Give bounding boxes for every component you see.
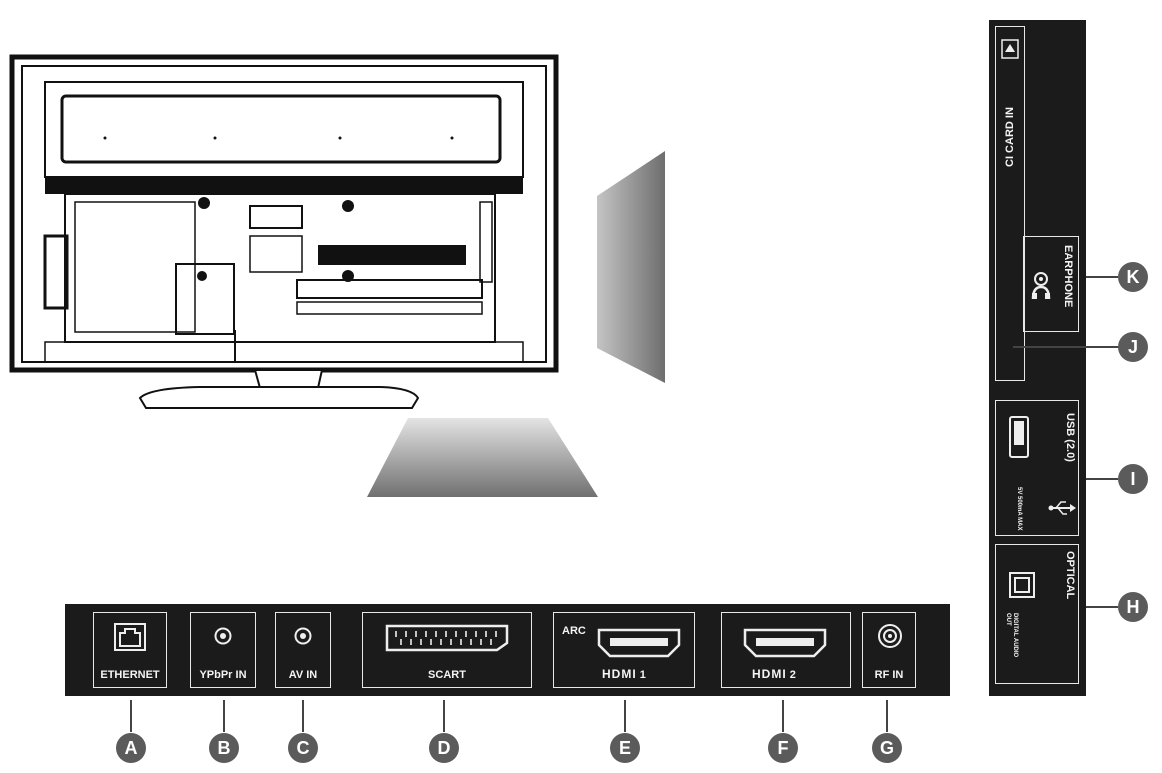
headphone-icon: [1031, 272, 1051, 300]
ethernet-jack-icon: [114, 623, 146, 651]
side-connector-panel: CI CARD IN EARPHONE USB (2.0) 5V 500mA M…: [989, 20, 1086, 696]
callout-g: G: [872, 733, 902, 763]
ci-card-label: CI CARD IN: [1004, 107, 1016, 167]
bottom-view-wedge: [367, 418, 598, 497]
hdmi-port-icon: [743, 628, 827, 658]
scart-icon: [385, 624, 509, 652]
arc-tag: ARC: [562, 625, 586, 637]
hdmi-number: 1: [639, 669, 646, 681]
earphone-label: EARPHONE: [1062, 245, 1074, 308]
bottom-connector-panel: ETHERNET YPbPr IN AV IN: [65, 604, 950, 696]
callout-j: J: [1118, 332, 1148, 362]
usb-symbol-icon: [1048, 501, 1076, 515]
av-in-port[interactable]: AV IN: [275, 612, 331, 688]
ypbpr-label: YPbPr IN: [199, 669, 247, 681]
callout-b: B: [209, 733, 239, 763]
ypbpr-port[interactable]: YPbPr IN: [190, 612, 256, 688]
hdmi-number: 2: [789, 669, 796, 681]
coax-jack-icon: [878, 624, 902, 648]
callout-c: C: [288, 733, 318, 763]
optical-label: OPTICAL: [1064, 551, 1076, 600]
callout-f: F: [768, 733, 798, 763]
usb-label: USB (2.0): [1064, 413, 1076, 462]
rca-jack-icon: [294, 627, 312, 645]
rf-in-label: RF IN: [874, 669, 904, 681]
hdmi1-port[interactable]: ARC HDMI 1: [553, 612, 695, 688]
usb-port[interactable]: USB (2.0) 5V 500mA MAX: [995, 400, 1079, 536]
usb-power-label: 5V 500mA MAX: [1016, 487, 1022, 531]
ci-slot-icon: [1001, 39, 1019, 59]
hdmi-logo: HDMI: [752, 667, 787, 681]
ethernet-label: ETHERNET: [100, 669, 160, 681]
callout-d: D: [429, 733, 459, 763]
callout-i: I: [1118, 464, 1148, 494]
scart-port[interactable]: SCART: [362, 612, 532, 688]
rca-jack-icon: [214, 627, 232, 645]
tv-rear-view: [9, 54, 665, 497]
ci-card-slot[interactable]: CI CARD IN: [995, 26, 1025, 381]
callout-a: A: [116, 733, 146, 763]
hdmi2-port[interactable]: HDMI 2: [721, 612, 851, 688]
rf-in-port[interactable]: RF IN: [862, 612, 916, 688]
hdmi-port-icon: [597, 628, 681, 658]
optical-port-icon: [1009, 572, 1035, 598]
callout-e: E: [610, 733, 640, 763]
scart-label: SCART: [428, 669, 466, 681]
side-view-wedge: [597, 151, 665, 383]
callout-k: K: [1118, 262, 1148, 292]
earphone-port[interactable]: EARPHONE: [1023, 236, 1079, 332]
ethernet-port[interactable]: ETHERNET: [93, 612, 167, 688]
callout-h: H: [1118, 592, 1148, 622]
av-in-label: AV IN: [288, 669, 318, 681]
optical-sublabel: DIGITAL AUDIO OUT: [1005, 613, 1018, 658]
optical-port[interactable]: OPTICAL DIGITAL AUDIO OUT: [995, 544, 1079, 684]
usb-port-icon: [1009, 416, 1029, 458]
hdmi-logo: HDMI: [602, 667, 637, 681]
